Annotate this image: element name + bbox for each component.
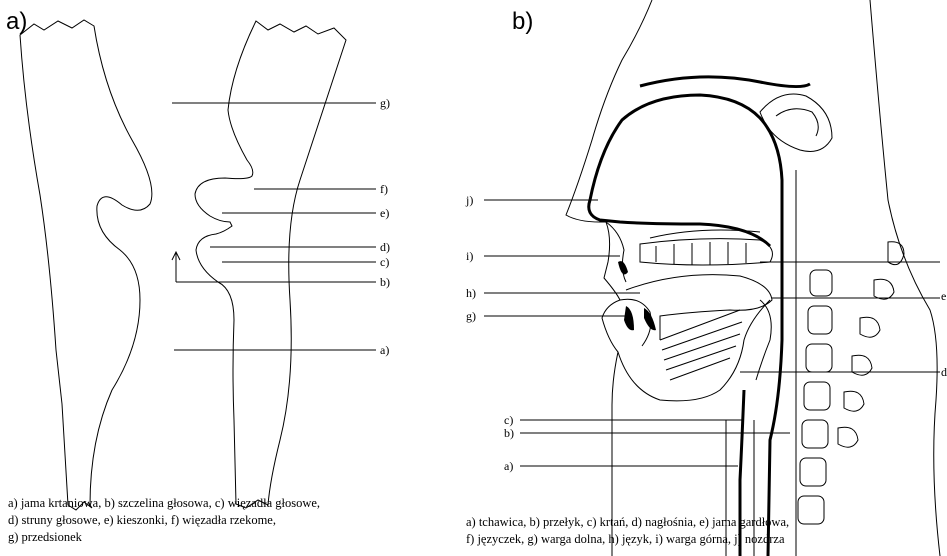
label-b-h: h) — [466, 286, 476, 300]
tongue-fibres — [660, 310, 742, 380]
label-b-i: i) — [466, 249, 473, 263]
label-b-right-e: e — [941, 289, 946, 303]
label-b-g: g) — [466, 309, 476, 323]
tongue — [626, 275, 772, 340]
label-a-b: b) — [380, 275, 390, 289]
larynx-left-wall — [20, 20, 152, 510]
glottis-arrow — [172, 252, 180, 282]
upper-teeth — [640, 239, 772, 265]
head-section-diagram: j) i) h) g) c) b) a) e d — [465, 0, 947, 556]
label-b-a: a) — [504, 459, 513, 473]
upper-lip-shade — [618, 261, 628, 274]
caption-b-line-1: a) tchawica, b) przełyk, c) krtań, d) na… — [466, 514, 789, 531]
sinus-inner — [776, 109, 818, 136]
label-a-f: f) — [380, 182, 388, 196]
caption-b: a) tchawica, b) przełyk, c) krtań, d) na… — [466, 514, 789, 548]
epiglottis — [756, 300, 771, 380]
label-b-c: c) — [504, 413, 513, 427]
label-a-e: e) — [380, 206, 389, 220]
sphenoid-sinus — [760, 94, 832, 152]
larynx-diagram: g) f) e) d) c) b) a) — [20, 20, 390, 510]
label-b-j: j) — [465, 193, 473, 207]
label-a-d: d) — [380, 240, 390, 254]
label-b-b: b) — [504, 426, 514, 440]
caption-b-line-2: f) języczek, g) warga dolna, h) język, i… — [466, 531, 789, 548]
caption-a-line-1: a) jama krtaniowa, b) szczelina głosowa,… — [8, 495, 320, 512]
pharynx-wall — [768, 260, 782, 556]
label-a-c: c) — [380, 255, 389, 269]
face-outline — [566, 0, 652, 556]
label-b-right-d: d — [941, 365, 947, 379]
larynx-right-wall — [195, 21, 346, 508]
mandible — [618, 300, 770, 401]
lower-lip-shade — [624, 306, 634, 330]
spinous-processes — [838, 242, 904, 447]
caption-a-line-3: g) przedsionek — [8, 529, 320, 546]
spine — [796, 170, 832, 556]
back-of-neck — [870, 0, 940, 556]
skull-line — [640, 77, 810, 87]
label-a-g: g) — [380, 96, 390, 110]
caption-a: a) jama krtaniowa, b) szczelina głosowa,… — [8, 495, 320, 546]
label-a-a: a) — [380, 343, 389, 357]
caption-a-line-2: d) struny głosowe, e) kieszonki, f) więz… — [8, 512, 320, 529]
